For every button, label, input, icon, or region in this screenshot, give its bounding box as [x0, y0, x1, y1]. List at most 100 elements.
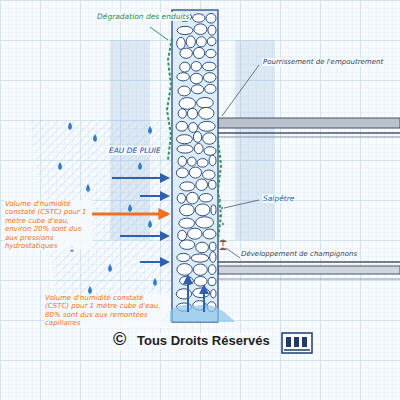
stone [196, 242, 209, 253]
stone [203, 229, 216, 239]
stone [179, 218, 195, 228]
stone [196, 217, 214, 228]
stone [177, 37, 186, 49]
stone [177, 135, 193, 144]
copyright-text: Tous Droits Réservés [136, 333, 271, 349]
stone [180, 276, 194, 285]
stone [191, 85, 203, 94]
stone [195, 204, 210, 216]
stone [208, 25, 216, 35]
stone [178, 156, 187, 166]
rain-drop [138, 162, 142, 170]
lower-floor [218, 262, 400, 279]
stone [189, 167, 201, 178]
copyright-symbol: © [112, 329, 127, 351]
stone [187, 157, 196, 166]
damage-label: Salpêtre [262, 194, 295, 203]
stone [194, 276, 207, 286]
stone [190, 73, 202, 84]
stone [178, 109, 186, 118]
rain-drop [153, 278, 157, 286]
stone [194, 24, 207, 35]
stone [177, 264, 192, 276]
rain-drop [88, 286, 92, 294]
stone [193, 14, 205, 22]
stone [197, 159, 208, 168]
stone [208, 180, 216, 189]
stone [176, 168, 188, 178]
water-arrows [112, 178, 204, 312]
stone [191, 254, 209, 262]
stone [208, 265, 216, 275]
stone [186, 36, 195, 48]
stone [180, 48, 192, 58]
stone [205, 84, 216, 93]
stone [211, 290, 216, 298]
stone [180, 62, 190, 72]
stone-wall [172, 10, 218, 322]
stone [196, 37, 206, 47]
stone [178, 86, 190, 96]
rain-drop [148, 126, 152, 134]
rain-drop [108, 264, 112, 272]
damage-label: Développement de champignons [240, 250, 358, 258]
rain-drop [128, 204, 132, 212]
damage-label: Dégradation des enduits [96, 12, 190, 21]
stone [193, 264, 207, 275]
stone [202, 62, 216, 71]
stone [180, 240, 195, 249]
mushrooms [219, 240, 227, 251]
stone [203, 170, 216, 179]
stone [207, 37, 216, 46]
stone [204, 147, 216, 156]
stone [177, 73, 190, 81]
stone [199, 194, 212, 202]
stone [177, 193, 185, 203]
stone [193, 132, 201, 143]
upper-slab [218, 118, 400, 137]
rain-drop [86, 184, 90, 192]
rain-label: EAU DE PLUIE [108, 146, 162, 155]
humidity-note: Volume d'humidité constaté (CSTC) pour 1… [44, 294, 170, 328]
stone [176, 289, 191, 299]
leader-lines [222, 65, 259, 258]
stone [177, 26, 193, 34]
degraded-render [150, 27, 221, 240]
stone [204, 73, 216, 83]
stone [196, 179, 208, 191]
humidity-note: Volume d'humidité constaté (CSTC) pour 1… [4, 200, 92, 250]
stone [197, 97, 214, 108]
stone [211, 205, 216, 215]
stone [209, 155, 216, 165]
stone [199, 107, 214, 119]
stone [177, 145, 193, 153]
stone [206, 13, 216, 23]
stone [199, 121, 216, 131]
rain-drop [58, 162, 62, 170]
rain-drop [68, 122, 72, 130]
stone [193, 47, 204, 58]
stone [179, 98, 196, 110]
stones [176, 12, 216, 311]
stone [188, 228, 203, 239]
water-pool [160, 305, 235, 322]
stone [189, 123, 198, 133]
stone [210, 252, 216, 263]
rain-drop [148, 220, 152, 228]
stone [180, 182, 195, 191]
stone [191, 62, 201, 72]
rain-drop [93, 134, 97, 142]
damage-label: Pourrissement de l'empoutrement [262, 58, 384, 66]
stone [180, 204, 195, 216]
pressure-arrows [92, 213, 168, 216]
stone [176, 121, 188, 131]
stone [187, 192, 199, 204]
stone [187, 108, 197, 119]
stone [209, 242, 216, 251]
logo [282, 333, 312, 353]
stone [208, 277, 216, 285]
stone [203, 133, 216, 144]
stone [194, 143, 203, 153]
stone [206, 49, 216, 57]
